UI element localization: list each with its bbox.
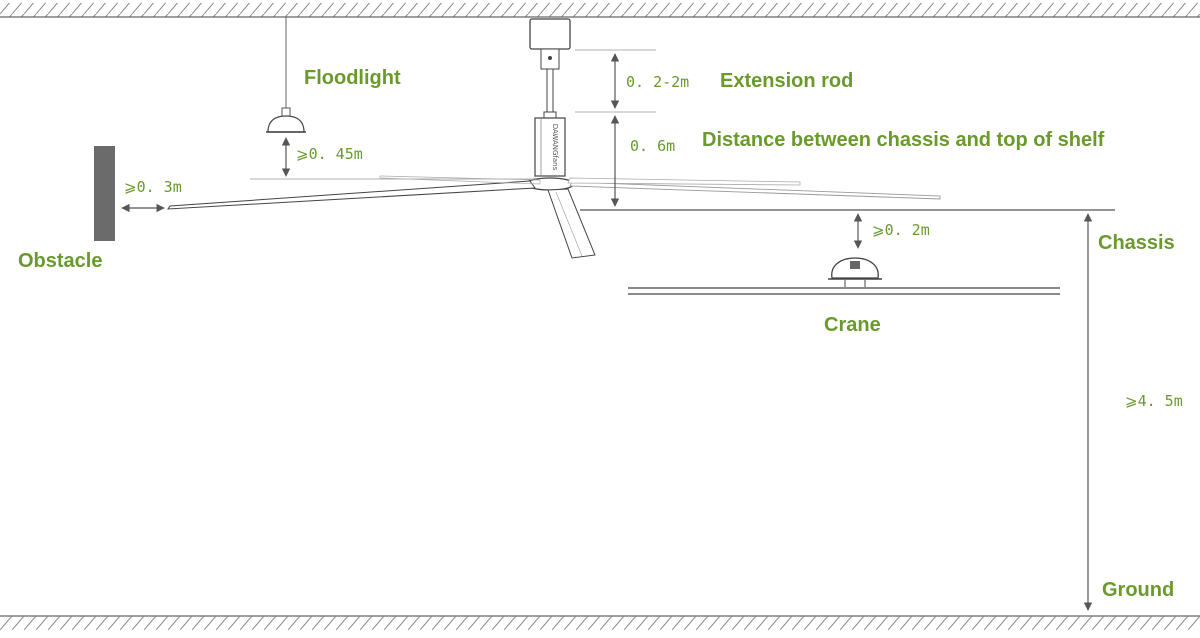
ceiling-fan-icon: DAWANGfans [167,18,941,259]
ceiling [0,3,1200,18]
distance-chassis-shelf-label: Distance between chassis and top of shel… [702,129,1105,151]
fan-brand-label: DAWANGfans [551,124,559,171]
rod-dimension-value: 0. 2-2m [626,73,690,91]
floor [0,615,1200,630]
floodlight-gap-value: ⩾0. 45m [296,145,363,163]
extension-rod-label: Extension rod [720,70,854,92]
chassis-label: Chassis [1098,232,1175,254]
floodlight-gap-arrow [250,137,540,180]
crane-label: Crane [824,314,881,336]
floodlight-lamp-icon [266,17,306,133]
chassis-shelf-dimension-value: 0. 6m [630,137,676,155]
rod-dimension [575,49,656,207]
obstacle-wall-icon [94,146,115,241]
obstacle-gap-value: ⩾0. 3m [124,178,182,196]
height-value: ⩾4. 5m [1125,392,1183,410]
crane-hook-icon [628,257,1060,295]
obstacle-label: Obstacle [18,250,103,272]
floodlight-label: Floodlight [304,67,401,89]
ground-label: Ground [1102,579,1175,601]
crane-gap-value: ⩾0. 2m [872,221,930,239]
